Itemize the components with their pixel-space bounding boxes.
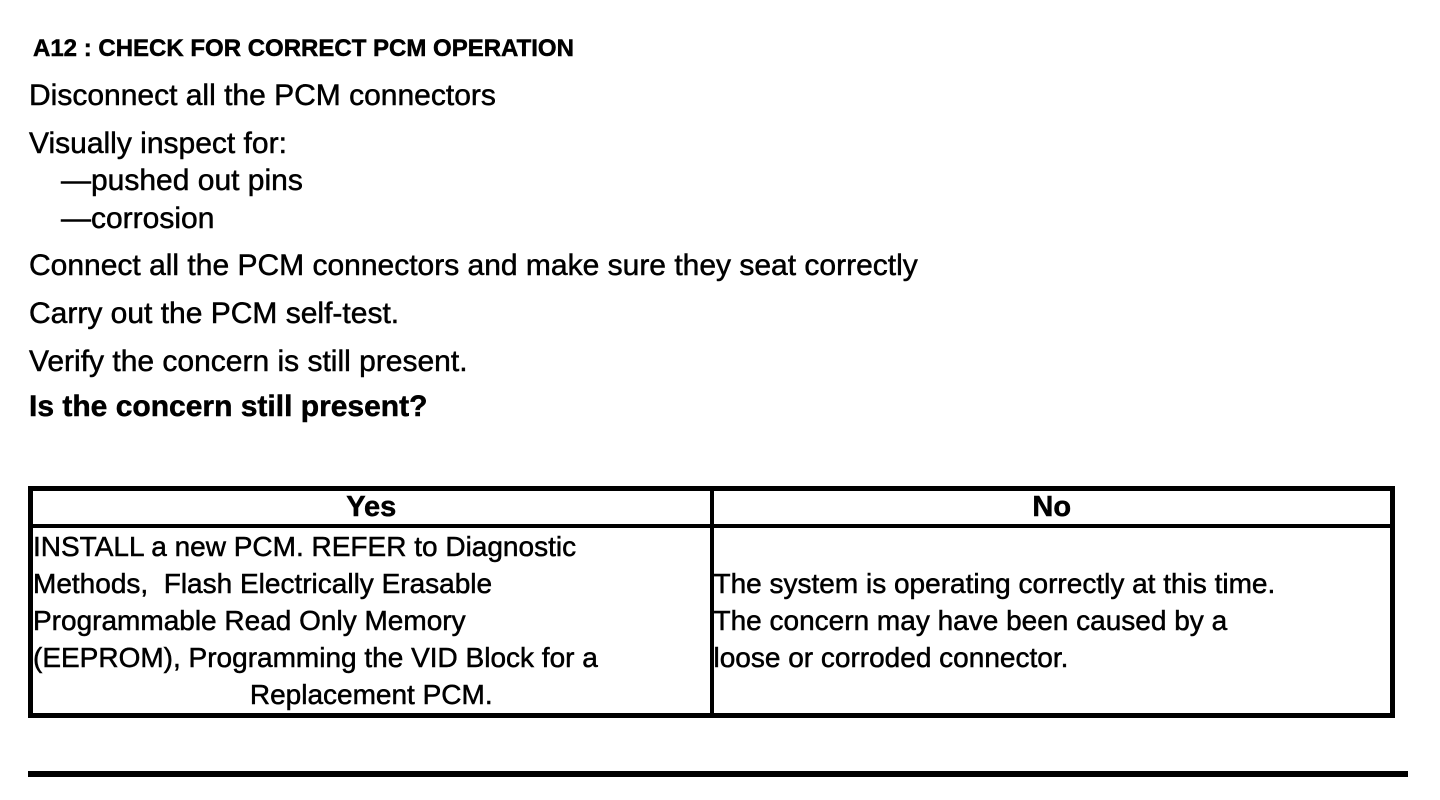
yes-action-line: INSTALL a new PCM. REFER to Diagnostic — [33, 531, 577, 563]
inspect-item-corrosion: —corrosion — [61, 202, 215, 235]
decision-table-body-row: INSTALL a new PCM. REFER to Diagnostic M… — [28, 524, 1395, 718]
no-action-line: loose or corroded connector. — [713, 642, 1069, 674]
page-divider-rule — [28, 771, 1408, 777]
page-title: A12 : CHECK FOR CORRECT PCM OPERATION — [33, 35, 574, 63]
procedure-step-verify: Verify the concern is still present. — [29, 345, 468, 378]
decision-question: Is the concern still present? — [29, 390, 428, 423]
decision-table: Yes No INSTALL a new PCM. REFER to Diagn… — [28, 486, 1395, 718]
decision-cell-no: The system is operating correctly at thi… — [709, 524, 1395, 718]
yes-action-line: (EEPROM), Programming the VID Block for … — [33, 642, 598, 674]
yes-action-line: Programmable Read Only Memory — [33, 605, 466, 637]
yes-action-line: Methods, Flash Electrically Erasable — [33, 568, 493, 600]
no-action-line: The system is operating correctly at thi… — [713, 568, 1276, 600]
inspect-item-pushed-pins: —pushed out pins — [61, 164, 303, 197]
procedure-step-connect: Connect all the PCM connectors and make … — [29, 249, 918, 282]
decision-table-header-no: No — [709, 486, 1395, 528]
yes-action-line: Replacement PCM. — [249, 679, 493, 711]
decision-table-header-yes: Yes — [28, 486, 714, 528]
procedure-step-self-test: Carry out the PCM self-test. — [29, 297, 400, 330]
procedure-step-disconnect: Disconnect all the PCM connectors — [29, 79, 496, 112]
decision-cell-yes: INSTALL a new PCM. REFER to Diagnostic M… — [28, 524, 714, 718]
decision-table-header-row: Yes No — [28, 486, 1395, 528]
procedure-step-inspect: Visually inspect for: — [29, 127, 287, 160]
no-action-line: The concern may have been caused by a — [713, 605, 1228, 637]
